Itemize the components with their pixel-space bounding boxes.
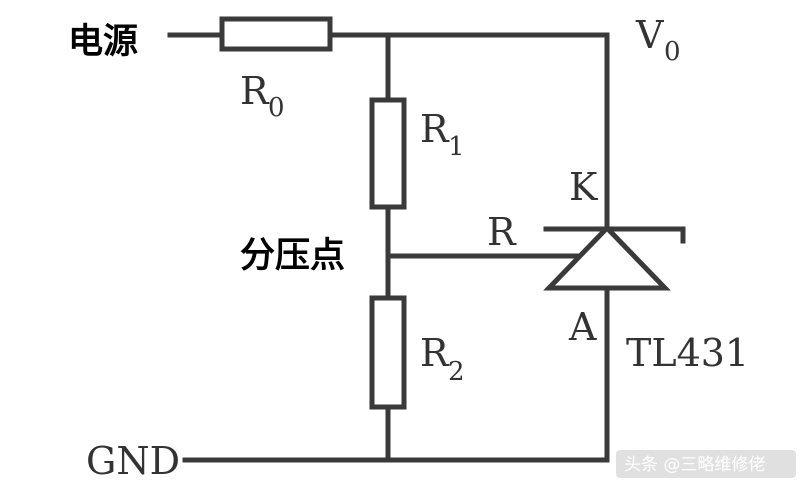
r2-label: R	[420, 331, 450, 375]
tl431-triangle	[543, 224, 671, 291]
r1-subscript: 1	[448, 132, 465, 162]
r1-label: R	[420, 107, 450, 151]
r2-subscript: 2	[448, 357, 465, 387]
vo-label: V	[635, 13, 664, 57]
vo-subscript: 0	[664, 37, 681, 67]
divider-point-label: 分压点	[240, 236, 345, 276]
resistor-r0	[219, 16, 333, 52]
tl431-label: TL431	[626, 331, 749, 375]
anode-a-label: A	[568, 305, 597, 349]
watermark-background	[616, 450, 796, 478]
r0-subscript: 0	[268, 93, 285, 123]
resistor-r2	[369, 295, 407, 410]
watermark-text: 头条 @三略维修佬	[624, 455, 765, 475]
resistor-r1	[369, 97, 407, 210]
cathode-k-label: K	[569, 165, 598, 209]
ref-r-label: R	[487, 210, 517, 254]
r0-label: R	[240, 69, 270, 113]
power-label: 电源	[68, 22, 138, 62]
gnd-label: GND	[86, 439, 180, 483]
tl431-cathode-bar	[543, 226, 686, 244]
